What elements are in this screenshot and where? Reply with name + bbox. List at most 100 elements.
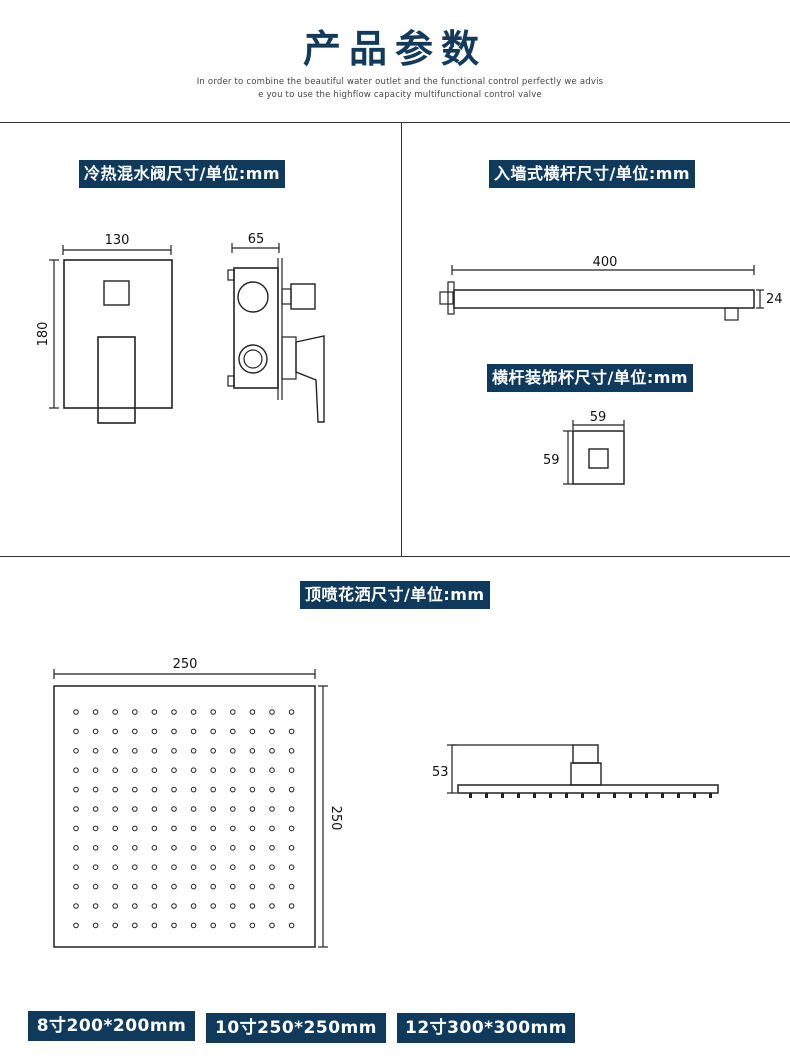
shower-side-nozzles bbox=[469, 793, 712, 798]
nozzle-dot bbox=[230, 709, 236, 715]
nozzle-dot bbox=[190, 903, 197, 909]
nozzle-dot bbox=[288, 845, 295, 851]
nozzle-dot bbox=[269, 825, 275, 832]
nozzle-dot bbox=[210, 728, 216, 735]
arm-length-value: 400 bbox=[593, 255, 618, 270]
nozzle-dot bbox=[210, 786, 216, 793]
nozzle-dot bbox=[132, 728, 138, 735]
nozzle-dot bbox=[210, 883, 216, 890]
size-option-8-inch: 8寸200*200mm bbox=[28, 1011, 195, 1041]
size-option-10-inch: 10寸250*250mm bbox=[206, 1013, 386, 1043]
cup-size-label: 横杆装饰杯尺寸/单位:mm bbox=[487, 364, 694, 392]
nozzle-dot bbox=[171, 864, 177, 870]
side-nozzle bbox=[693, 793, 696, 798]
nozzle-dot bbox=[288, 903, 295, 909]
nozzle-dot bbox=[210, 748, 216, 754]
nozzle-dot bbox=[210, 767, 216, 773]
nozzle-dot bbox=[190, 767, 197, 773]
nozzle-dot bbox=[151, 903, 158, 909]
nozzle-dot bbox=[230, 922, 236, 929]
nozzle-dot bbox=[151, 709, 158, 715]
nozzle-dot bbox=[92, 845, 99, 851]
nozzle-dot bbox=[112, 825, 118, 832]
nozzle-dot bbox=[132, 903, 138, 909]
nozzle-dot bbox=[288, 709, 295, 715]
nozzle-dot bbox=[269, 767, 275, 773]
nozzle-dot bbox=[132, 806, 138, 812]
nozzle-dot bbox=[171, 922, 177, 929]
side-nozzle bbox=[517, 793, 520, 798]
shower-side-view: 53 bbox=[432, 744, 719, 798]
divider-middle bbox=[0, 556, 790, 557]
nozzle-dot bbox=[92, 864, 99, 870]
nozzle-dot bbox=[288, 767, 295, 773]
side-nozzle bbox=[661, 793, 664, 798]
nozzle-dot bbox=[190, 806, 197, 812]
valve-size-label: 冷热混水阀尺寸/单位:mm bbox=[79, 160, 286, 188]
nozzle-dot bbox=[269, 709, 275, 715]
size-option-12-inch: 12寸300*300mm bbox=[397, 1013, 575, 1043]
nozzle-dot bbox=[92, 825, 99, 832]
nozzle-dot bbox=[73, 786, 79, 793]
nozzle-dot bbox=[112, 883, 118, 890]
nozzle-dot bbox=[249, 709, 256, 715]
nozzle-dot bbox=[132, 786, 138, 793]
nozzle-dot bbox=[151, 748, 158, 754]
nozzle-dot bbox=[210, 825, 216, 832]
nozzle-dot bbox=[210, 903, 216, 909]
nozzle-dot bbox=[171, 748, 177, 754]
nozzle-dot bbox=[249, 728, 256, 735]
nozzle-dot bbox=[269, 806, 275, 812]
nozzle-dot bbox=[249, 786, 256, 793]
nozzle-dot bbox=[210, 922, 216, 929]
nozzle-dot bbox=[151, 864, 158, 870]
nozzle-dot bbox=[151, 825, 158, 832]
divider-vertical bbox=[401, 122, 402, 556]
subtitle-line-2: e you to use the highflow capacity multi… bbox=[258, 90, 542, 100]
nozzle-dot bbox=[190, 709, 197, 715]
arm-diagram: 400 24 bbox=[439, 255, 783, 321]
nozzle-dot bbox=[230, 806, 236, 812]
nozzle-dot bbox=[230, 845, 236, 851]
nozzle-dot bbox=[112, 864, 118, 870]
nozzle-dot bbox=[73, 709, 79, 715]
nozzle-dot bbox=[92, 728, 99, 735]
nozzle-dot bbox=[132, 864, 138, 870]
nozzle-dot bbox=[190, 728, 197, 735]
nozzle-dot bbox=[73, 767, 79, 773]
shower-side-height-value: 53 bbox=[432, 765, 449, 780]
nozzle-dot bbox=[73, 883, 79, 890]
nozzle-dot bbox=[112, 748, 118, 754]
nozzle-dot bbox=[112, 786, 118, 793]
nozzle-dot bbox=[288, 864, 295, 870]
nozzle-dot bbox=[190, 845, 197, 851]
nozzle-dot bbox=[269, 864, 275, 870]
nozzle-dot bbox=[230, 748, 236, 754]
nozzle-dot bbox=[269, 786, 275, 793]
nozzle-dot bbox=[190, 922, 197, 929]
nozzle-dot bbox=[269, 728, 275, 735]
nozzle-dot bbox=[171, 728, 177, 735]
nozzle-dot bbox=[269, 883, 275, 890]
nozzle-dot bbox=[288, 748, 295, 754]
shower-size-label: 顶喷花洒尺寸/单位:mm bbox=[300, 581, 490, 609]
cup-height-value: 59 bbox=[543, 453, 560, 468]
nozzle-dot bbox=[73, 864, 79, 870]
nozzle-dot bbox=[73, 806, 79, 812]
nozzle-dot bbox=[249, 806, 256, 812]
nozzle-dot bbox=[92, 806, 99, 812]
nozzle-dot bbox=[249, 748, 256, 754]
nozzle-dot bbox=[288, 883, 295, 890]
side-nozzle bbox=[597, 793, 600, 798]
nozzle-dot bbox=[92, 786, 99, 793]
side-nozzle bbox=[645, 793, 648, 798]
nozzle-dot bbox=[210, 845, 216, 851]
side-nozzle bbox=[629, 793, 632, 798]
nozzle-dot bbox=[132, 922, 138, 929]
nozzle-dot bbox=[190, 786, 197, 793]
shower-width-value: 250 bbox=[173, 657, 198, 672]
nozzle-dot bbox=[249, 825, 256, 832]
nozzle-dot bbox=[112, 709, 118, 715]
nozzle-dot bbox=[230, 786, 236, 793]
cup-diagram: 59 59 bbox=[543, 410, 625, 485]
